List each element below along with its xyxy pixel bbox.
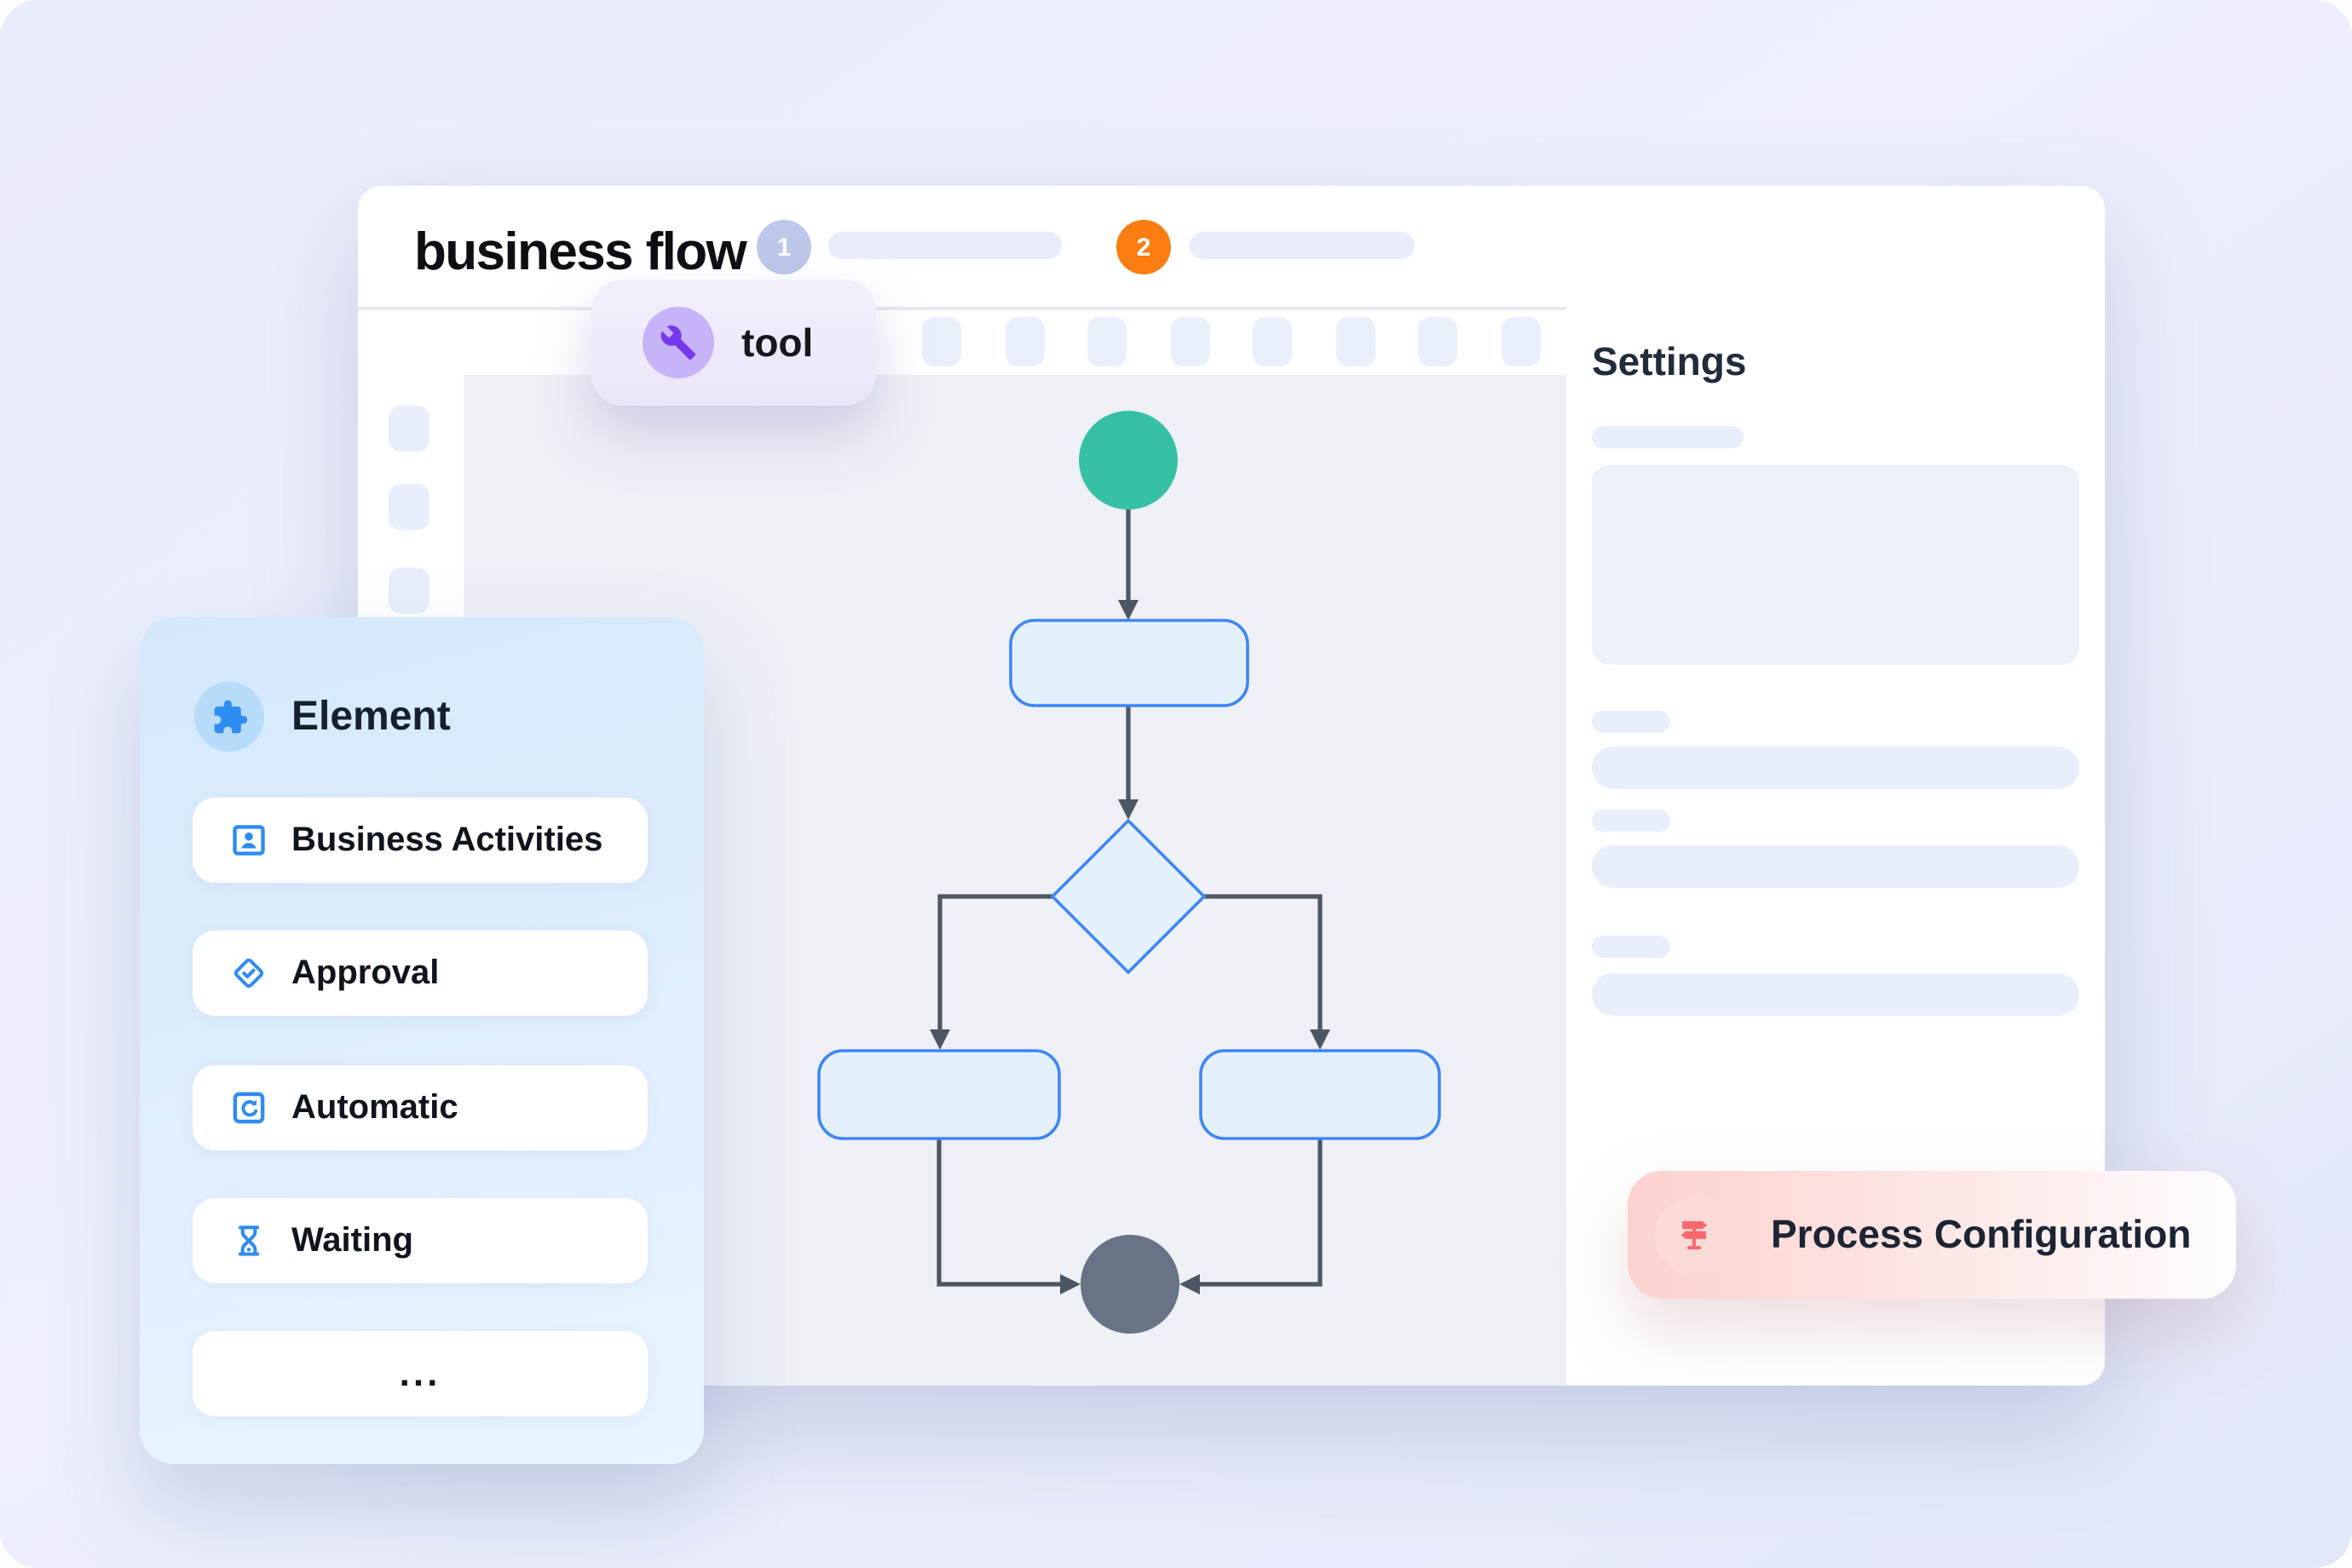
settings-field-placeholder[interactable] [1592, 973, 2079, 1016]
task-node-right[interactable] [1199, 1049, 1441, 1140]
toolbar-button[interactable] [1502, 317, 1541, 366]
palette-item-business-activities[interactable]: Business Activities [193, 798, 648, 883]
tool-chip-label: tool [741, 320, 814, 364]
settings-field-placeholder[interactable] [1592, 845, 2079, 888]
step-1-badge[interactable]: 1 [757, 220, 811, 274]
palette-item-label: Business Activities [291, 821, 603, 858]
toolbar-button[interactable] [1006, 317, 1045, 366]
sidebar-tool-button[interactable] [389, 568, 429, 614]
loop-icon [230, 1089, 268, 1127]
palette-item-label: Automatic [291, 1088, 458, 1126]
arrowhead [1179, 1274, 1200, 1294]
wrench-icon-circle [643, 307, 714, 378]
diamond-check-icon [230, 954, 268, 992]
settings-field-label-placeholder [1592, 711, 1670, 733]
settings-title: Settings [1592, 339, 1747, 383]
edge-right-end [1198, 1139, 1323, 1287]
palette-item-label: Waiting [291, 1221, 413, 1259]
edge-decision-right [1204, 894, 1323, 1033]
edge-decision-left [937, 894, 1052, 1033]
hourglass-icon [230, 1222, 268, 1260]
sidebar-tool-button[interactable] [389, 406, 429, 452]
arrowhead [1060, 1274, 1081, 1294]
settings-label-placeholder [1592, 426, 1744, 448]
tool-chip[interactable]: tool [591, 280, 876, 406]
task-node-1[interactable] [1009, 619, 1249, 707]
element-panel-title: Element [291, 693, 451, 739]
sidebar-tool-button[interactable] [389, 484, 429, 530]
palette-item-waiting[interactable]: Waiting [193, 1198, 648, 1283]
step-2-badge[interactable]: 2 [1116, 220, 1171, 274]
task-node-left[interactable] [817, 1049, 1061, 1140]
arrowhead [1118, 799, 1139, 820]
toolbar-button[interactable] [922, 317, 961, 366]
step-2-placeholder-bar [1190, 232, 1415, 259]
toolbar-button[interactable] [1087, 317, 1127, 366]
start-node[interactable] [1079, 411, 1178, 510]
palette-item-more[interactable]: ... [193, 1331, 648, 1416]
edge-left-end [937, 1139, 1062, 1287]
more-icon: ... [399, 1352, 441, 1394]
toolbar-button[interactable] [1418, 317, 1457, 366]
window-title: business flow [414, 222, 747, 281]
header-divider [358, 307, 1566, 310]
toolbar-button[interactable] [1253, 317, 1292, 366]
palette-item-automatic[interactable]: Automatic [193, 1065, 648, 1150]
puzzle-icon [213, 699, 247, 733]
toolbar-button[interactable] [1336, 317, 1375, 366]
palette-item-approval[interactable]: Approval [193, 931, 648, 1016]
signpost-icon [1680, 1221, 1708, 1250]
palette-item-label: Approval [291, 954, 440, 991]
puzzle-icon-circle [194, 682, 264, 752]
settings-field-label-placeholder [1592, 810, 1670, 832]
settings-field-placeholder[interactable] [1592, 747, 2079, 789]
settings-field-label-placeholder [1592, 936, 1670, 958]
step-1-placeholder-bar [828, 232, 1062, 259]
process-configuration-label: Process Configuration [1771, 1212, 2192, 1256]
arrowhead [930, 1029, 950, 1050]
wrench-icon [660, 326, 696, 360]
id-badge-icon [230, 821, 268, 859]
element-palette-panel: Element Business Activities Approval [140, 617, 704, 1464]
arrowhead [1118, 600, 1139, 620]
process-configuration-chip[interactable]: Process Configuration [1628, 1171, 2236, 1299]
end-node[interactable] [1081, 1235, 1179, 1334]
signpost-icon-circle [1655, 1196, 1733, 1275]
flowchart [817, 411, 1441, 1334]
decision-node[interactable] [1050, 818, 1207, 975]
settings-preview-placeholder [1592, 465, 2079, 665]
toolbar-button[interactable] [1171, 317, 1210, 366]
arrowhead [1310, 1029, 1330, 1050]
